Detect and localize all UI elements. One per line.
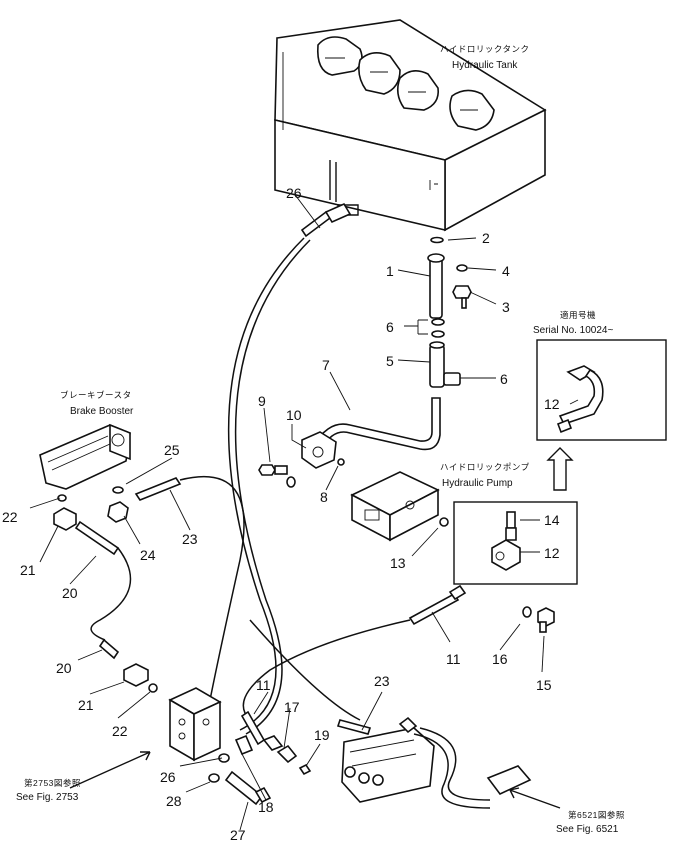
hose-end-23-lower — [336, 719, 372, 735]
callout-28: 28 — [166, 793, 182, 809]
arrow-fig-6521 — [509, 787, 561, 809]
callout-25: 25 — [164, 442, 180, 458]
adapter-17 — [276, 744, 298, 764]
callout-23-lower: 23 — [374, 673, 390, 689]
adapter-24 — [107, 501, 129, 523]
elbow-21-lower — [123, 663, 149, 687]
callout-4: 4 — [502, 263, 510, 279]
callout-1: 1 — [386, 263, 394, 279]
callout-6-upper: 6 — [386, 319, 394, 335]
callout-27: 27 — [230, 827, 246, 841]
callout-12-upper: 12 — [544, 396, 560, 412]
hose-end-11-lower — [240, 710, 266, 746]
leader-lines — [29, 195, 579, 831]
callout-23-upper: 23 — [182, 531, 198, 547]
elbow-21-upper — [53, 507, 77, 531]
o-ring-26-lower — [218, 753, 230, 763]
hose-23-upper — [179, 475, 245, 701]
callout-6-lower: 6 — [500, 371, 508, 387]
arrow-up — [546, 447, 574, 491]
pump-label-jp: ハイドロリックポンプ — [440, 462, 530, 472]
hydraulic-pump — [350, 471, 440, 542]
bolt-9 — [258, 464, 296, 488]
o-ring-28 — [208, 773, 220, 783]
tube-assembly-1-6 — [427, 236, 472, 388]
callout-22-lower: 22 — [112, 723, 128, 739]
valve-block — [168, 687, 222, 762]
callout-10: 10 — [286, 407, 302, 423]
tank-label-en: Hydraulic Tank — [452, 60, 518, 71]
callout-7: 7 — [322, 357, 330, 373]
hydraulic-tank — [274, 19, 547, 232]
hose-11 — [242, 619, 411, 721]
booster-label-en: Brake Booster — [70, 406, 134, 417]
callout-26-upper: 26 — [286, 185, 302, 201]
callout-12-lower: 12 — [544, 545, 560, 561]
pump-label-en: Hydraulic Pump — [442, 478, 513, 489]
hose-20 — [90, 547, 132, 641]
callout-3: 3 — [502, 299, 510, 315]
fig-2753-label-en: See Fig. 2753 — [16, 792, 79, 803]
callout-24: 24 — [140, 547, 156, 563]
fig-6521-label-en: See Fig. 6521 — [556, 824, 619, 835]
callout-18: 18 — [258, 799, 274, 815]
fig-6521-label-jp: 第6521図参照 — [568, 810, 625, 820]
hose-26 — [227, 237, 305, 731]
o-ring-22-lower — [148, 683, 158, 693]
callout-9: 9 — [258, 393, 266, 409]
serial-detail-box — [536, 339, 667, 441]
pipe-27 — [224, 770, 264, 806]
fig-2753-label-jp: 第2753図参照 — [24, 778, 81, 788]
serial-label-jp: 適用号機 — [560, 310, 596, 320]
fitting-detail-box — [453, 501, 578, 585]
o-ring-16 — [522, 606, 532, 618]
callout-20-upper: 20 — [62, 585, 78, 601]
callout-21-upper: 21 — [20, 562, 36, 578]
brake-booster — [39, 423, 131, 490]
hose-fitting-11 — [408, 592, 460, 626]
hose-end-23-upper — [134, 477, 182, 501]
callout-16: 16 — [492, 651, 508, 667]
callout-2: 2 — [482, 230, 490, 246]
plug-19 — [298, 763, 312, 776]
fitting-12 — [491, 511, 521, 571]
callout-15: 15 — [536, 677, 552, 693]
o-ring-25 — [112, 486, 124, 494]
callout-17: 17 — [284, 699, 300, 715]
callout-11-right: 11 — [446, 651, 461, 667]
bolt-15 — [537, 607, 555, 633]
arrow-fig-2753 — [69, 751, 151, 789]
callout-26-lower: 26 — [160, 769, 176, 785]
callout-8: 8 — [320, 489, 328, 505]
control-valve-assembly — [336, 716, 532, 809]
o-ring-13 — [439, 517, 449, 527]
booster-label-jp: ブレーキブースタ — [60, 390, 132, 400]
callout-20-lower: 20 — [56, 660, 72, 676]
elbow-pipe-12 — [556, 365, 604, 434]
callout-5: 5 — [386, 353, 394, 369]
hose-end-20-upper — [74, 520, 120, 556]
callout-19: 19 — [314, 727, 330, 743]
serial-label-en: Serial No. 10024~ — [533, 325, 613, 336]
callout-21-lower: 21 — [78, 697, 94, 713]
tank-label-jp: ハイドロリックタンク — [440, 44, 530, 54]
callout-14: 14 — [544, 512, 560, 528]
callout-13: 13 — [390, 555, 406, 571]
flange-10 — [301, 431, 337, 469]
callout-11-lower: 11 — [256, 677, 271, 693]
hose-end-20-lower — [98, 638, 120, 660]
callout-22-upper: 22 — [2, 509, 18, 525]
o-ring-8 — [337, 458, 345, 466]
o-ring-22-upper — [57, 494, 67, 502]
fitting-18 — [234, 734, 254, 756]
